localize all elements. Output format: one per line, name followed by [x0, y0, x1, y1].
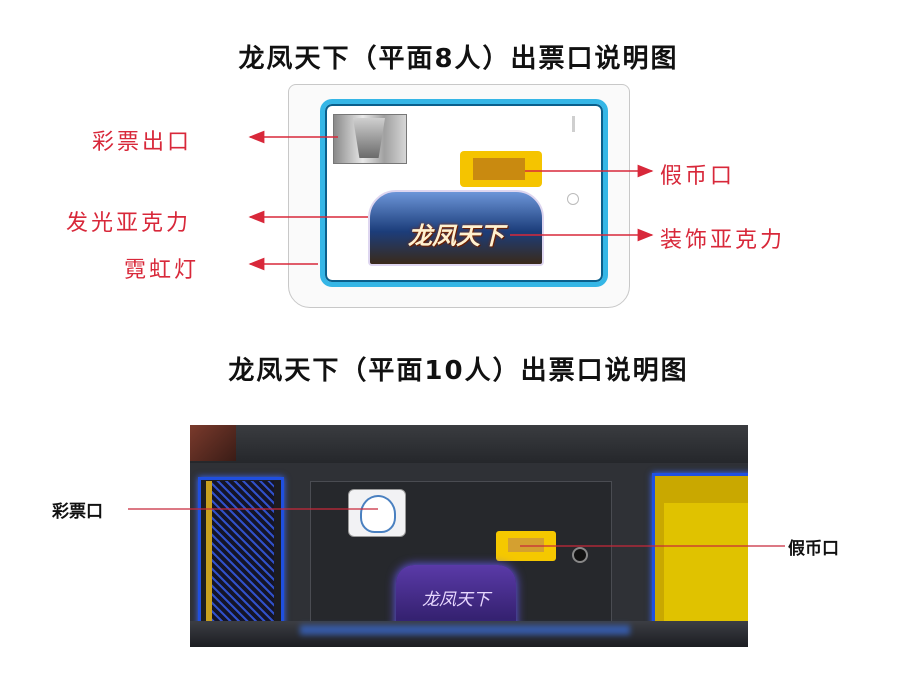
- label-fake-coin-10p: 假币口: [788, 539, 839, 559]
- cabinet-corner: [190, 425, 236, 461]
- lock-icon: [572, 547, 588, 563]
- label-ticket-outlet: 彩票出口: [92, 130, 193, 155]
- fake-coin-slot: [473, 158, 525, 180]
- label-fake-coin: 假币口: [660, 164, 736, 189]
- fake-coin-slot: [508, 538, 544, 552]
- logo-text: 龙凤天下: [408, 221, 504, 250]
- ticket-outlet-slot: [353, 118, 385, 158]
- lock-icon: [567, 193, 579, 205]
- glow-acrylic-logo: 龙凤天下: [368, 190, 544, 266]
- cabinet-top: [190, 425, 748, 463]
- base-blue-glow: [300, 625, 630, 635]
- label-neon-light: 霓虹灯: [124, 258, 200, 283]
- left-mesh-panel: [206, 481, 274, 621]
- panel-indicator: [572, 116, 575, 132]
- logo-text: 龙凤天下: [422, 590, 490, 610]
- label-glow-acrylic: 发光亚克力: [66, 211, 192, 236]
- right-yellow-panel: [664, 503, 748, 627]
- ticket-outlet-badge: [360, 495, 396, 533]
- label-deco-acrylic: 装饰亚克力: [660, 228, 786, 253]
- machine-photo-10p: 龙凤天下: [190, 425, 748, 647]
- diagram-title-10p: 龙凤天下（平面10人）出票口说明图: [228, 356, 689, 386]
- label-ticket-outlet-10p: 彩票口: [52, 502, 103, 522]
- diagram-title-8p: 龙凤天下（平面8人）出票口说明图: [238, 44, 679, 74]
